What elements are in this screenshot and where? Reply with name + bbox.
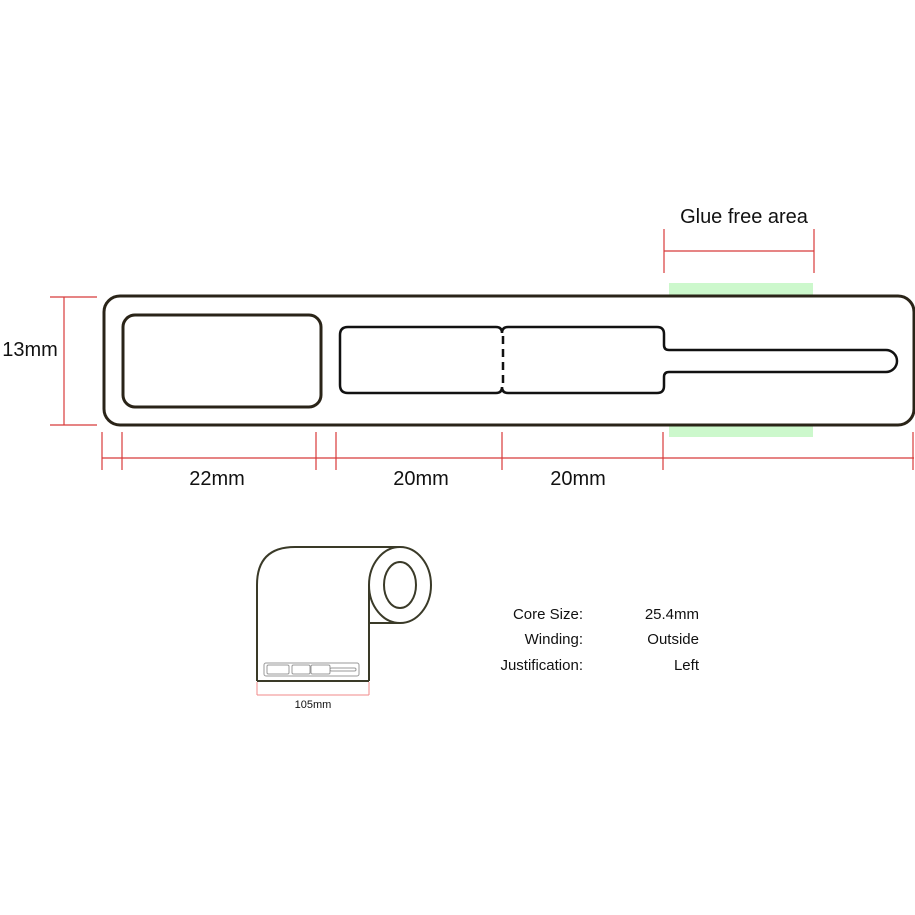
glue-area-bottom [669,425,813,437]
height-dimension [50,296,97,426]
roll-width-dimension [256,682,370,696]
width-label-2: 20mm [393,468,449,490]
label-outline [102,294,915,427]
width-label-1: 22mm [189,468,245,490]
glue-dimension [663,229,815,273]
glue-free-area-label: Glue free area [680,206,809,228]
spec-value-winding: Outside [647,631,699,648]
width-label-3: 20mm [550,468,606,490]
spec-value-justification: Left [674,657,700,674]
spec-value-core-size: 25.4mm [645,606,699,623]
spec-label-winding: Winding: [525,631,583,648]
spec-label-justification: Justification: [500,657,583,674]
width-dimensions [101,432,914,470]
left-label-panel [121,313,323,409]
jewelry-tag-shape [338,325,899,395]
spec-label-core-size: Core Size: [513,606,583,623]
height-label: 13mm [2,339,58,361]
glue-area-top [669,283,813,296]
label-roll-icon [256,546,432,682]
roll-width-label: 105mm [295,699,332,711]
